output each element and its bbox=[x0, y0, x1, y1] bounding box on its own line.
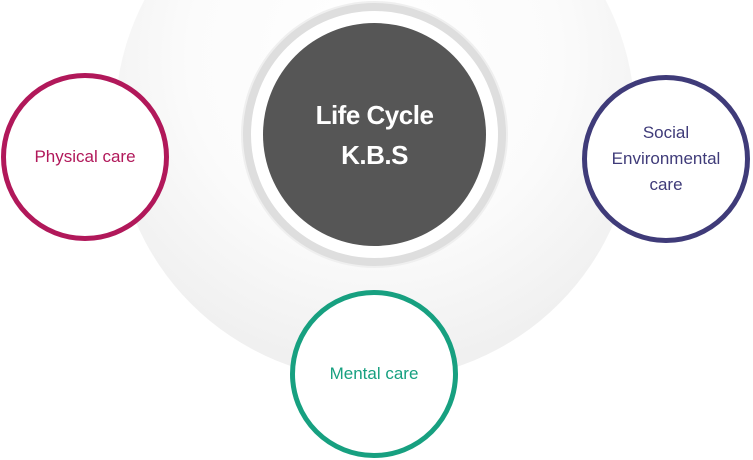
social-environmental-care-label: Social Environmental care bbox=[612, 120, 721, 198]
social-label-line-3: care bbox=[649, 175, 683, 194]
mental-care-circle: Mental care bbox=[290, 290, 458, 458]
social-label-line-1: Social bbox=[642, 123, 690, 142]
center-title-line-1: Life Cycle bbox=[315, 99, 434, 130]
center-circle: Life Cycle K.B.S bbox=[263, 23, 486, 246]
physical-care-label: Physical care bbox=[34, 147, 136, 166]
social-label-line-2: Environmental bbox=[611, 149, 721, 168]
physical-care-circle: Physical care bbox=[1, 73, 169, 241]
mental-care-label: Mental care bbox=[329, 364, 419, 383]
center-title-line-2: K.B.S bbox=[341, 139, 408, 170]
social-environmental-care-circle: Social Environmental care bbox=[582, 75, 750, 243]
